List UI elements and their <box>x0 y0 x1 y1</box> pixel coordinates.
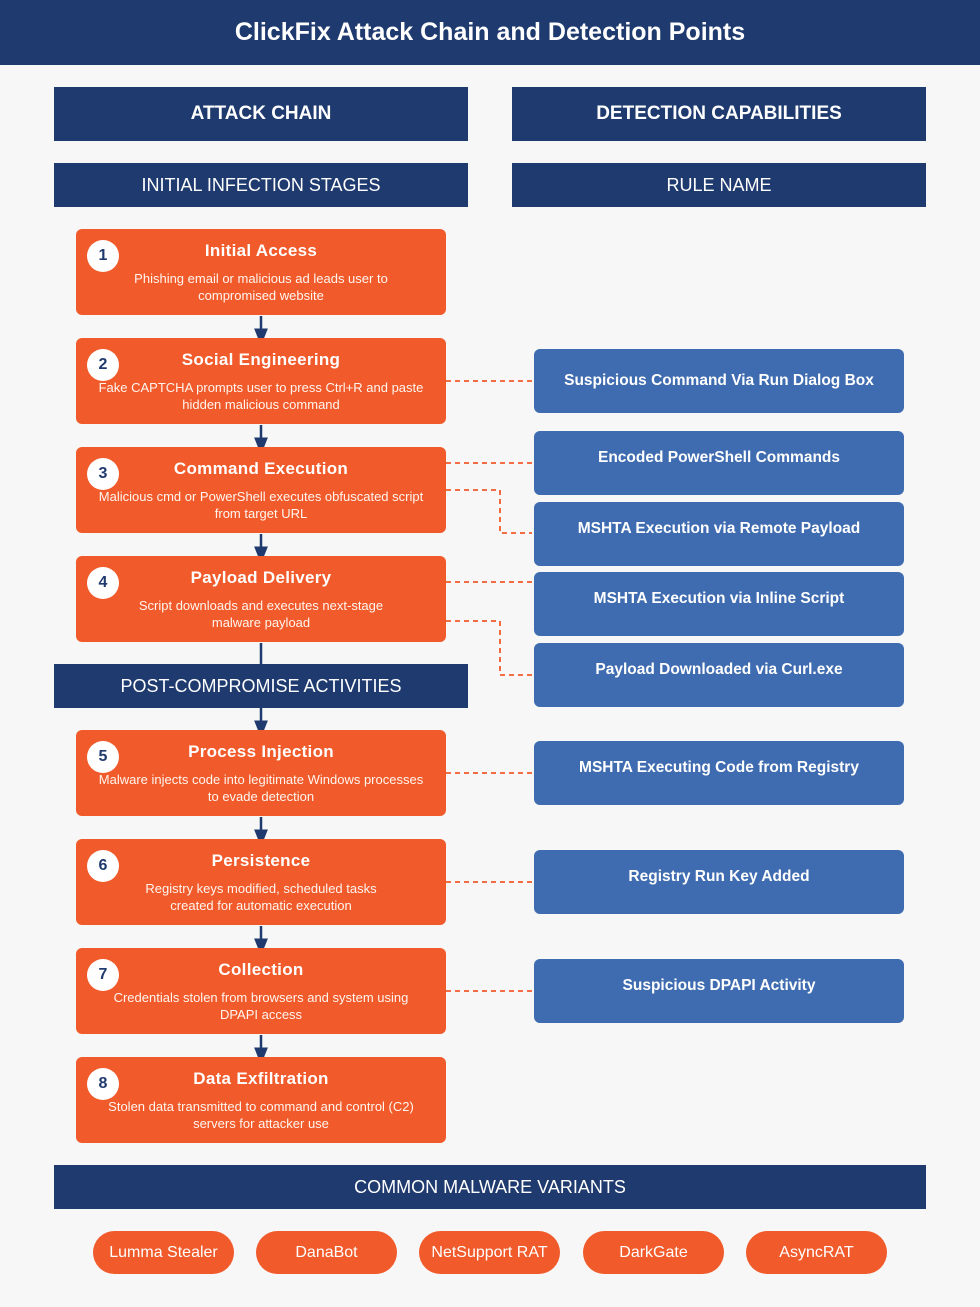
malware-pill-netsupport: NetSupport RAT <box>419 1231 560 1274</box>
rule-mshta-remote-payload: MSHTA Execution via Remote Payload <box>534 502 904 566</box>
step-description: Credentials stolen from browsers and sys… <box>113 990 409 1022</box>
step-description: Malicious cmd or PowerShell executes obf… <box>98 489 424 521</box>
detection-capabilities-header: DETECTION CAPABILITIES <box>512 87 926 141</box>
malware-pill-danabot: DanaBot <box>256 1231 397 1274</box>
step-number: 6 <box>87 850 119 882</box>
rule-name-header: RULE NAME <box>512 163 926 207</box>
step-description: Fake CAPTCHA prompts user to press Ctrl+… <box>98 380 424 412</box>
step-payload-delivery: 4 Payload Delivery Script downloads and … <box>76 556 446 642</box>
step-title: Data Exfiltration <box>193 1069 329 1088</box>
step-description: Phishing email or malicious ad leads use… <box>134 271 388 303</box>
step-title: Collection <box>218 960 304 979</box>
step-title: Payload Delivery <box>190 568 332 587</box>
step-title: Initial Access <box>204 241 318 260</box>
step-description: Malware injects code into legitimate Win… <box>98 772 424 804</box>
step-social-engineering: 2 Social Engineering Fake CAPTCHA prompt… <box>76 338 446 424</box>
rule-encoded-powershell: Encoded PowerShell Commands <box>534 431 904 495</box>
step-title: Command Execution <box>173 459 349 478</box>
step-title: Persistence <box>211 851 311 870</box>
rule-registry-run-key: Registry Run Key Added <box>534 850 904 914</box>
post-compromise-header: POST-COMPROMISE ACTIVITIES <box>54 664 468 708</box>
rule-curl-payload-download: Payload Downloaded via Curl.exe <box>534 643 904 707</box>
step-title: Social Engineering <box>181 350 341 369</box>
malware-variants-header: COMMON MALWARE VARIANTS <box>54 1165 926 1209</box>
step-number: 3 <box>87 458 119 490</box>
step-description: Registry keys modified, scheduled tasks … <box>145 881 377 913</box>
initial-stages-header: INITIAL INFECTION STAGES <box>54 163 468 207</box>
page-title: ClickFix Attack Chain and Detection Poin… <box>0 0 980 65</box>
malware-pill-lumma: Lumma Stealer <box>93 1231 234 1274</box>
link-step3-rule3 <box>446 489 532 534</box>
rule-suspicious-dpapi: Suspicious DPAPI Activity <box>534 959 904 1023</box>
step-title: Process Injection <box>188 742 334 761</box>
step-number: 8 <box>87 1068 119 1100</box>
step-number: 7 <box>87 959 119 991</box>
step-description: Stolen data transmitted to command and c… <box>108 1099 414 1131</box>
rule-mshta-registry: MSHTA Executing Code from Registry <box>534 741 904 805</box>
step-number: 5 <box>87 741 119 773</box>
step-number: 4 <box>87 567 119 599</box>
rule-mshta-inline-script: MSHTA Execution via Inline Script <box>534 572 904 636</box>
step-command-execution: 3 Command Execution Malicious cmd or Pow… <box>76 447 446 533</box>
malware-pill-darkgate: DarkGate <box>583 1231 724 1274</box>
link-step4-rule5 <box>446 620 532 676</box>
step-initial-access: 1 Initial Access Phishing email or malic… <box>76 229 446 315</box>
step-description: Script downloads and executes next-stage… <box>138 598 384 630</box>
step-process-injection: 5 Process Injection Malware injects code… <box>76 730 446 816</box>
step-persistence: 6 Persistence Registry keys modified, sc… <box>76 839 446 925</box>
step-number: 2 <box>87 349 119 381</box>
step-collection: 7 Collection Credentials stolen from bro… <box>76 948 446 1034</box>
step-number: 1 <box>87 240 119 272</box>
step-data-exfiltration: 8 Data Exfiltration Stolen data transmit… <box>76 1057 446 1143</box>
malware-pill-asyncrat: AsyncRAT <box>746 1231 887 1274</box>
rule-suspicious-run-dialog: Suspicious Command Via Run Dialog Box <box>534 349 904 413</box>
attack-chain-header: ATTACK CHAIN <box>54 87 468 141</box>
